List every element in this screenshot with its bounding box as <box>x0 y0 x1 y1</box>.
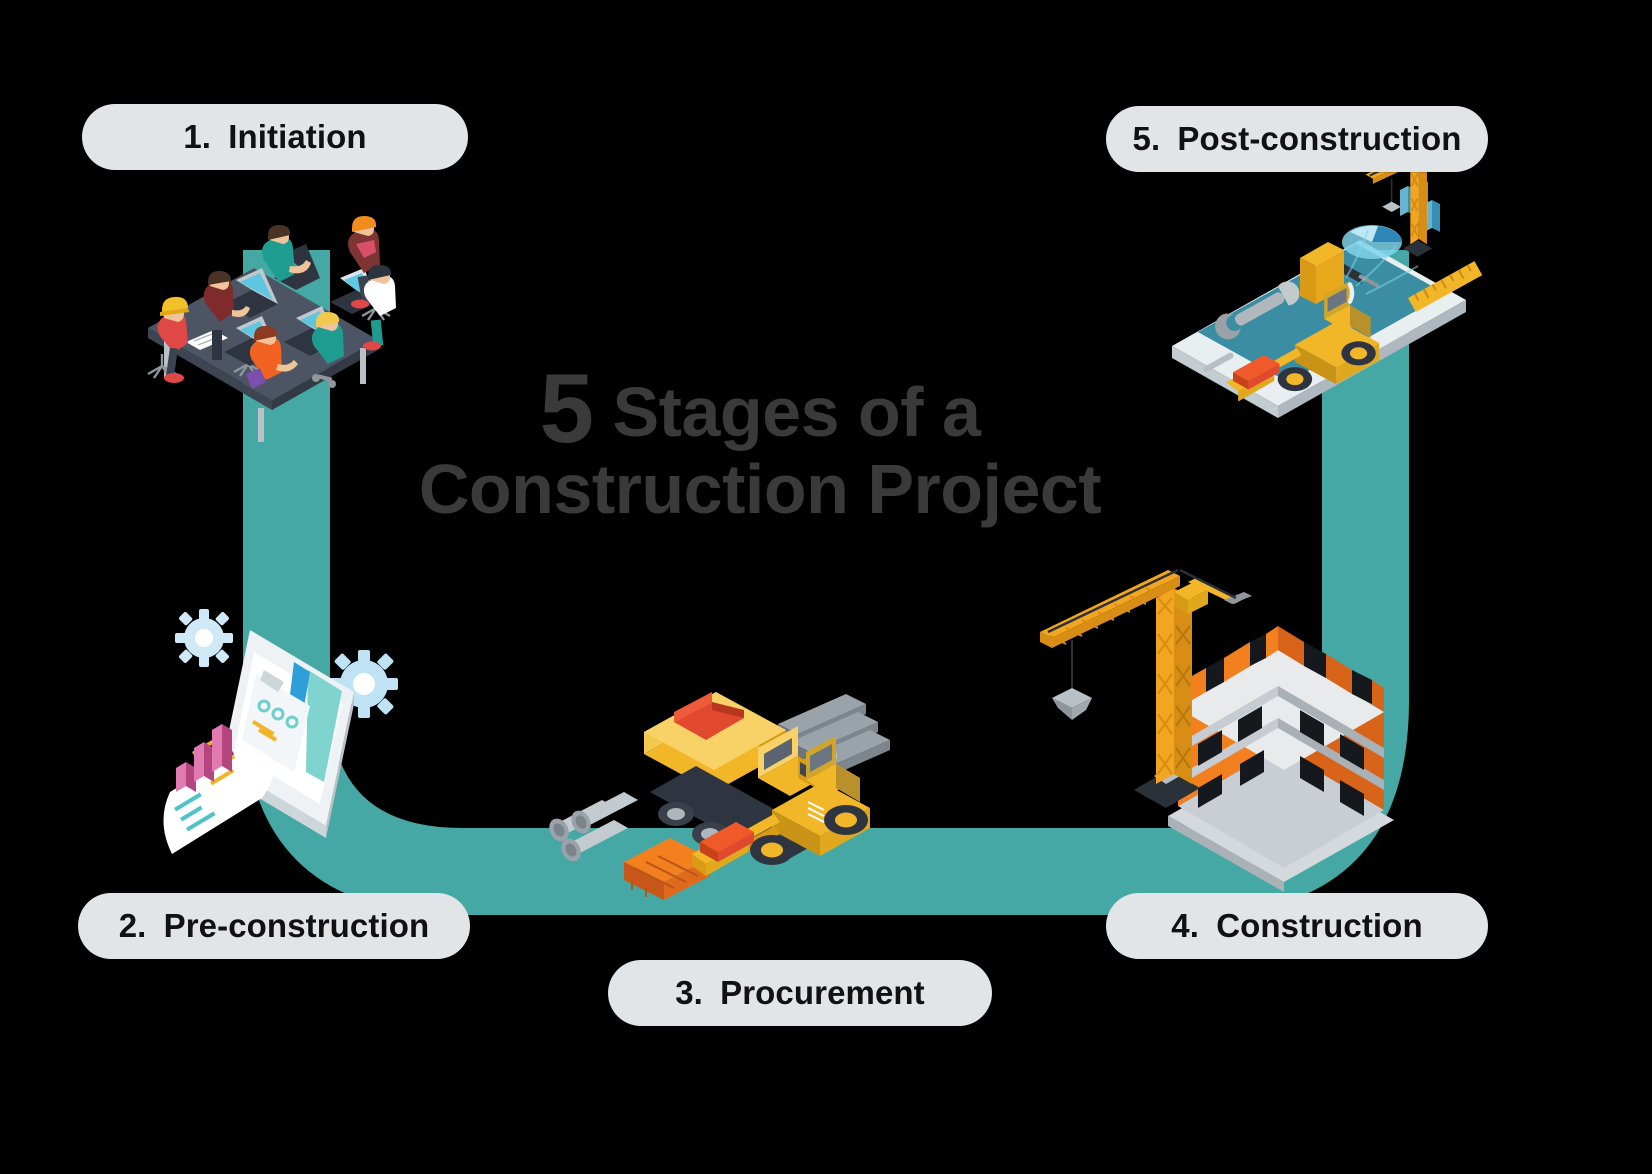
stage-number-4: 4. <box>1171 907 1200 944</box>
illustration-procurement <box>546 690 966 908</box>
title-line2: Construction Project <box>418 450 1102 529</box>
illustration-initiation <box>128 186 404 442</box>
stage-label-initiation[interactable]: 1. Initiation <box>82 104 468 170</box>
illustration-post-construction <box>1150 147 1483 418</box>
stage-text-2: Pre-construction <box>163 907 430 944</box>
stage-label-procurement[interactable]: 3. Procurement <box>608 960 992 1026</box>
illustration-pre-construction <box>158 596 420 858</box>
stage-label-post-construction[interactable]: 5. Post-construction <box>1106 106 1488 172</box>
stage-text-1: Initiation <box>228 118 367 155</box>
wrench-icon <box>1215 281 1300 340</box>
illustration-construction <box>1028 548 1406 892</box>
title-line1-rest: Stages of a <box>593 373 981 451</box>
ruler-icon <box>1408 261 1483 312</box>
stage-number-5: 5. <box>1132 120 1161 157</box>
stage-text-3: Procurement <box>720 974 925 1011</box>
stage-text-4: Construction <box>1216 907 1423 944</box>
page-title: 5 Stages of a Construction Project <box>340 359 1180 529</box>
stage-number-1: 1. <box>183 118 212 155</box>
title-lead-number: 5 <box>539 353 595 463</box>
stage-number-2: 2. <box>118 907 147 944</box>
gear-icon <box>175 609 233 667</box>
stage-label-construction[interactable]: 4. Construction <box>1106 893 1488 959</box>
stage-number-3: 3. <box>675 974 703 1011</box>
stage-text-5: Post-construction <box>1177 120 1462 157</box>
stage-label-pre-construction[interactable]: 2. Pre-construction <box>78 893 470 959</box>
